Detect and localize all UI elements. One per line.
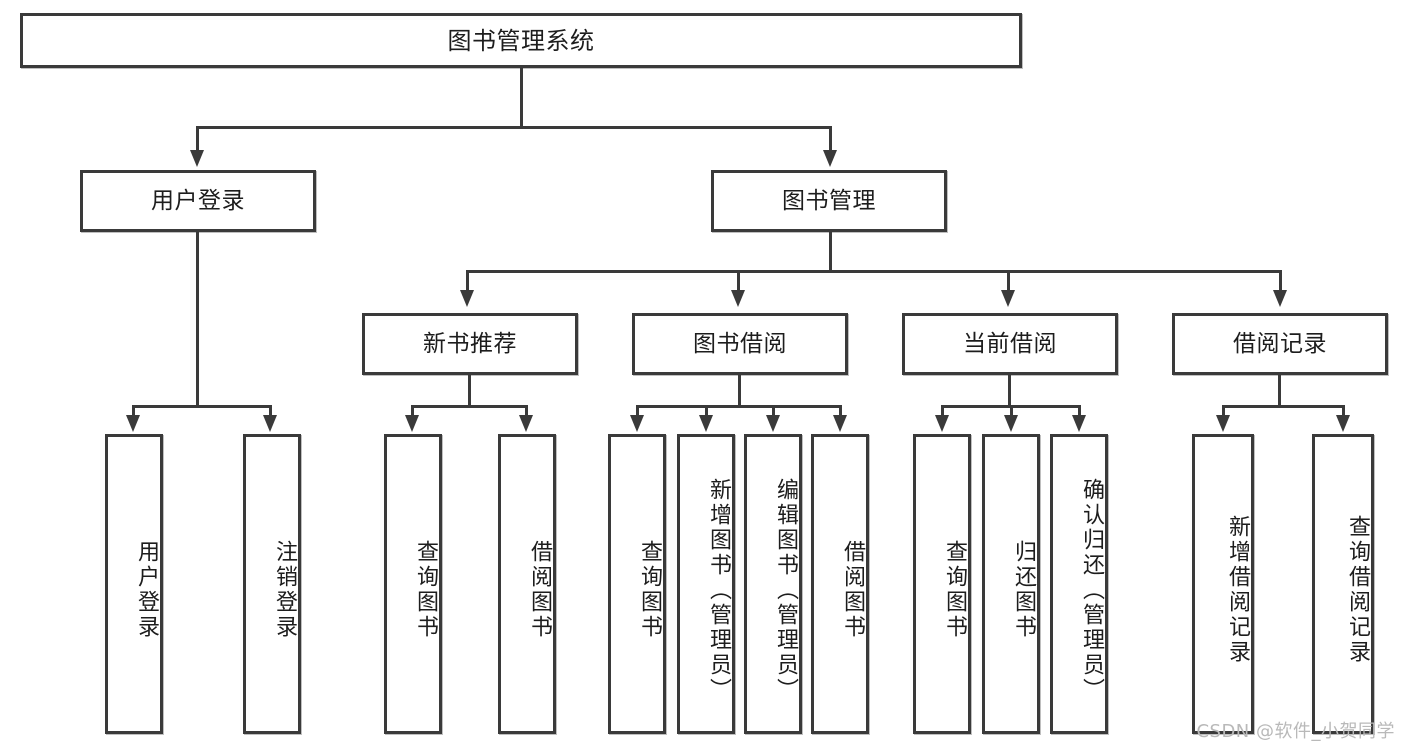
arrow-borrowrecord-leaf-1 xyxy=(1216,415,1230,432)
connector-bookmgmt-stem xyxy=(829,232,832,272)
node-label: 当前借阅 xyxy=(963,330,1057,357)
connector-bookmgmt-drop-2 xyxy=(737,270,740,292)
arrow-to-leaf-logout xyxy=(263,415,277,432)
connector-currentborrow-drop-1 xyxy=(941,405,944,417)
connector-currentborrow-drop-3 xyxy=(1078,405,1081,417)
connector-borrowrecord-drop-2 xyxy=(1342,405,1345,417)
leaf-label: 查询图书 xyxy=(413,540,438,640)
arrow-borrowrecord-leaf-2 xyxy=(1336,415,1350,432)
connector-borrowrecord-drop-1 xyxy=(1222,405,1225,417)
leaf-label: 新增图书（管理员） xyxy=(706,477,731,703)
leaf-borrow-book[interactable]: 借阅图书 xyxy=(811,434,869,734)
leaf-return-book[interactable]: 归还图书 xyxy=(982,434,1040,734)
leaf-confirm-return-admin[interactable]: 确认归还（管理员） xyxy=(1050,434,1108,734)
arrow-currentborrow-leaf-1 xyxy=(935,415,949,432)
node-book-borrow[interactable]: 图书借阅 xyxy=(632,313,848,375)
node-current-borrow[interactable]: 当前借阅 xyxy=(902,313,1118,375)
node-label: 用户登录 xyxy=(151,187,245,214)
node-root-system[interactable]: 图书管理系统 xyxy=(20,13,1022,68)
arrow-to-borrow-record xyxy=(1273,290,1287,307)
arrow-to-user-login xyxy=(190,150,204,167)
arrow-currentborrow-leaf-2 xyxy=(1004,415,1018,432)
arrow-bookborrow-leaf-1 xyxy=(630,415,644,432)
arrow-newbook-leaf-1 xyxy=(405,415,419,432)
connector-currentborrow-stem xyxy=(1008,375,1011,407)
node-label: 借阅记录 xyxy=(1233,330,1327,357)
arrow-newbook-leaf-2 xyxy=(519,415,533,432)
connector-root-stem xyxy=(520,68,523,127)
connector-root-drop-left xyxy=(196,126,199,152)
leaf-logout[interactable]: 注销登录 xyxy=(243,434,301,734)
connector-bookborrow-stem xyxy=(738,375,741,407)
node-user-login[interactable]: 用户登录 xyxy=(80,170,316,232)
connector-newbook-bus xyxy=(411,405,528,408)
leaf-label: 查询图书 xyxy=(637,540,662,640)
leaf-label: 查询借阅记录 xyxy=(1345,515,1370,665)
arrow-to-leaf-user-login xyxy=(126,415,140,432)
connector-bookborrow-drop-3 xyxy=(772,405,775,417)
leaf-add-borrow-record[interactable]: 新增借阅记录 xyxy=(1192,434,1254,734)
leaf-add-book-admin[interactable]: 新增图书（管理员） xyxy=(677,434,735,734)
connector-newbook-stem xyxy=(468,375,471,407)
arrow-currentborrow-leaf-3 xyxy=(1072,415,1086,432)
leaf-label: 借阅图书 xyxy=(840,540,865,640)
leaf-label: 编辑图书（管理员） xyxy=(773,477,798,703)
connector-borrowrecord-stem xyxy=(1278,375,1281,407)
connector-bookmgmt-drop-4 xyxy=(1279,270,1282,292)
node-label: 图书管理系统 xyxy=(447,26,595,55)
connector-bookborrow-drop-1 xyxy=(636,405,639,417)
node-label: 图书借阅 xyxy=(693,330,787,357)
leaf-query-book-newrec[interactable]: 查询图书 xyxy=(384,434,442,734)
connector-bookborrow-drop-2 xyxy=(705,405,708,417)
node-new-book-recommend[interactable]: 新书推荐 xyxy=(362,313,578,375)
connector-userlogin-bus xyxy=(132,405,272,408)
connector-root-bus xyxy=(196,126,832,129)
leaf-query-book-current[interactable]: 查询图书 xyxy=(913,434,971,734)
node-label: 新书推荐 xyxy=(423,330,517,357)
leaf-borrow-book-newrec[interactable]: 借阅图书 xyxy=(498,434,556,734)
leaf-user-login[interactable]: 用户登录 xyxy=(105,434,163,734)
node-label: 图书管理 xyxy=(782,187,876,214)
arrow-to-current-borrow xyxy=(1001,290,1015,307)
connector-bookborrow-bus xyxy=(636,405,841,408)
arrow-to-book-mgmt xyxy=(823,150,837,167)
connector-newbook-drop-1 xyxy=(411,405,414,417)
leaf-query-book[interactable]: 查询图书 xyxy=(608,434,666,734)
leaf-label: 确认归还（管理员） xyxy=(1079,477,1104,703)
connector-bookmgmt-drop-1 xyxy=(466,270,469,292)
connector-bookborrow-drop-4 xyxy=(839,405,842,417)
leaf-query-borrow-record[interactable]: 查询借阅记录 xyxy=(1312,434,1374,734)
arrow-bookborrow-leaf-3 xyxy=(766,415,780,432)
connector-bookmgmt-drop-3 xyxy=(1007,270,1010,292)
connector-borrowrecord-bus xyxy=(1222,405,1345,408)
node-book-management[interactable]: 图书管理 xyxy=(711,170,947,232)
connector-bookmgmt-bus xyxy=(466,270,1282,273)
connector-userlogin-drop-1 xyxy=(132,405,135,417)
connector-userlogin-drop-2 xyxy=(269,405,272,417)
arrow-to-book-borrow xyxy=(731,290,745,307)
node-borrow-record[interactable]: 借阅记录 xyxy=(1172,313,1388,375)
leaf-label: 用户登录 xyxy=(134,540,159,640)
connector-newbook-drop-2 xyxy=(525,405,528,417)
arrow-bookborrow-leaf-4 xyxy=(833,415,847,432)
arrow-bookborrow-leaf-2 xyxy=(699,415,713,432)
connector-currentborrow-drop-2 xyxy=(1010,405,1013,417)
connector-userlogin-stem xyxy=(196,232,199,407)
leaf-label: 借阅图书 xyxy=(527,540,552,640)
leaf-label: 注销登录 xyxy=(272,540,297,640)
leaf-label: 查询图书 xyxy=(942,540,967,640)
arrow-to-new-book-rec xyxy=(460,290,474,307)
leaf-edit-book-admin[interactable]: 编辑图书（管理员） xyxy=(744,434,802,734)
connector-root-drop-right xyxy=(829,126,832,152)
leaf-label: 归还图书 xyxy=(1011,540,1036,640)
leaf-label: 新增借阅记录 xyxy=(1225,515,1250,665)
